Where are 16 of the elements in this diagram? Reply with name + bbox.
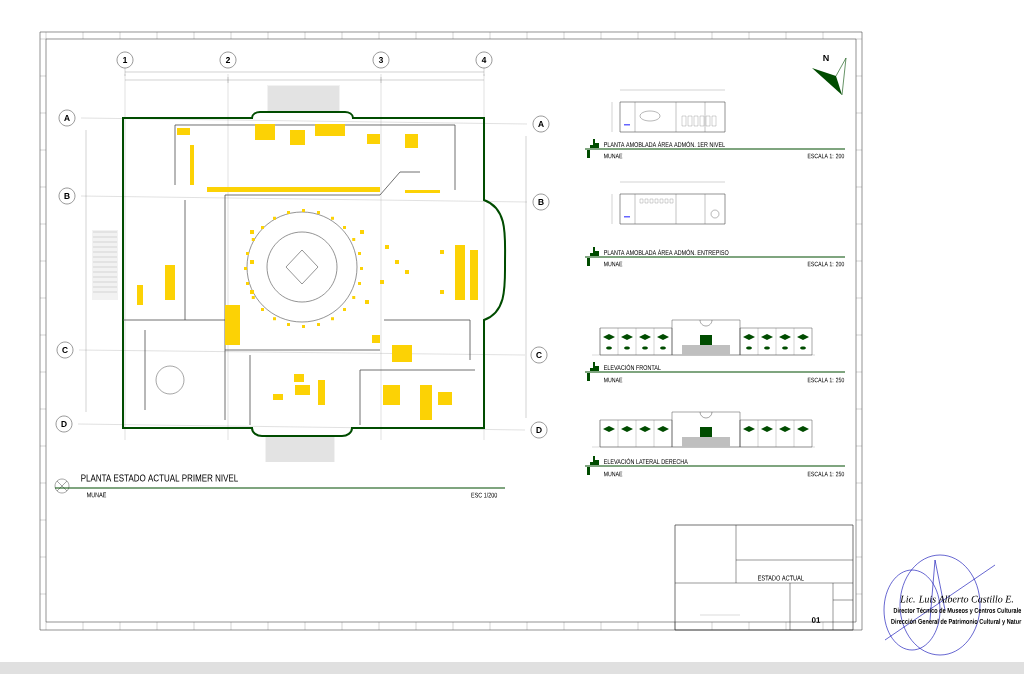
grid-bubble: 2 [219, 51, 237, 69]
signature-name: Lic. Luis Alberto Castillo E. [900, 595, 1013, 603]
north-letter: N [823, 54, 829, 62]
grid-bubble: C [56, 341, 74, 359]
grid-bubble: D [55, 415, 73, 433]
grid-bubble: 1 [116, 51, 134, 69]
grid-bubble: A [58, 109, 76, 127]
grid-bubble: 4 [475, 51, 493, 69]
grid-bubble: 3 [372, 51, 390, 69]
grid-bubble: C [530, 346, 548, 364]
grid-bubble: D [530, 421, 548, 439]
drawing-title: PLANTA ESTADO ACTUAL PRIMER NIVEL [81, 474, 238, 482]
grid-bubble: B [532, 193, 550, 211]
grid-bubble: A [532, 115, 550, 133]
grid-bubble: B [58, 187, 76, 205]
sheet-number: 01 [811, 617, 821, 623]
